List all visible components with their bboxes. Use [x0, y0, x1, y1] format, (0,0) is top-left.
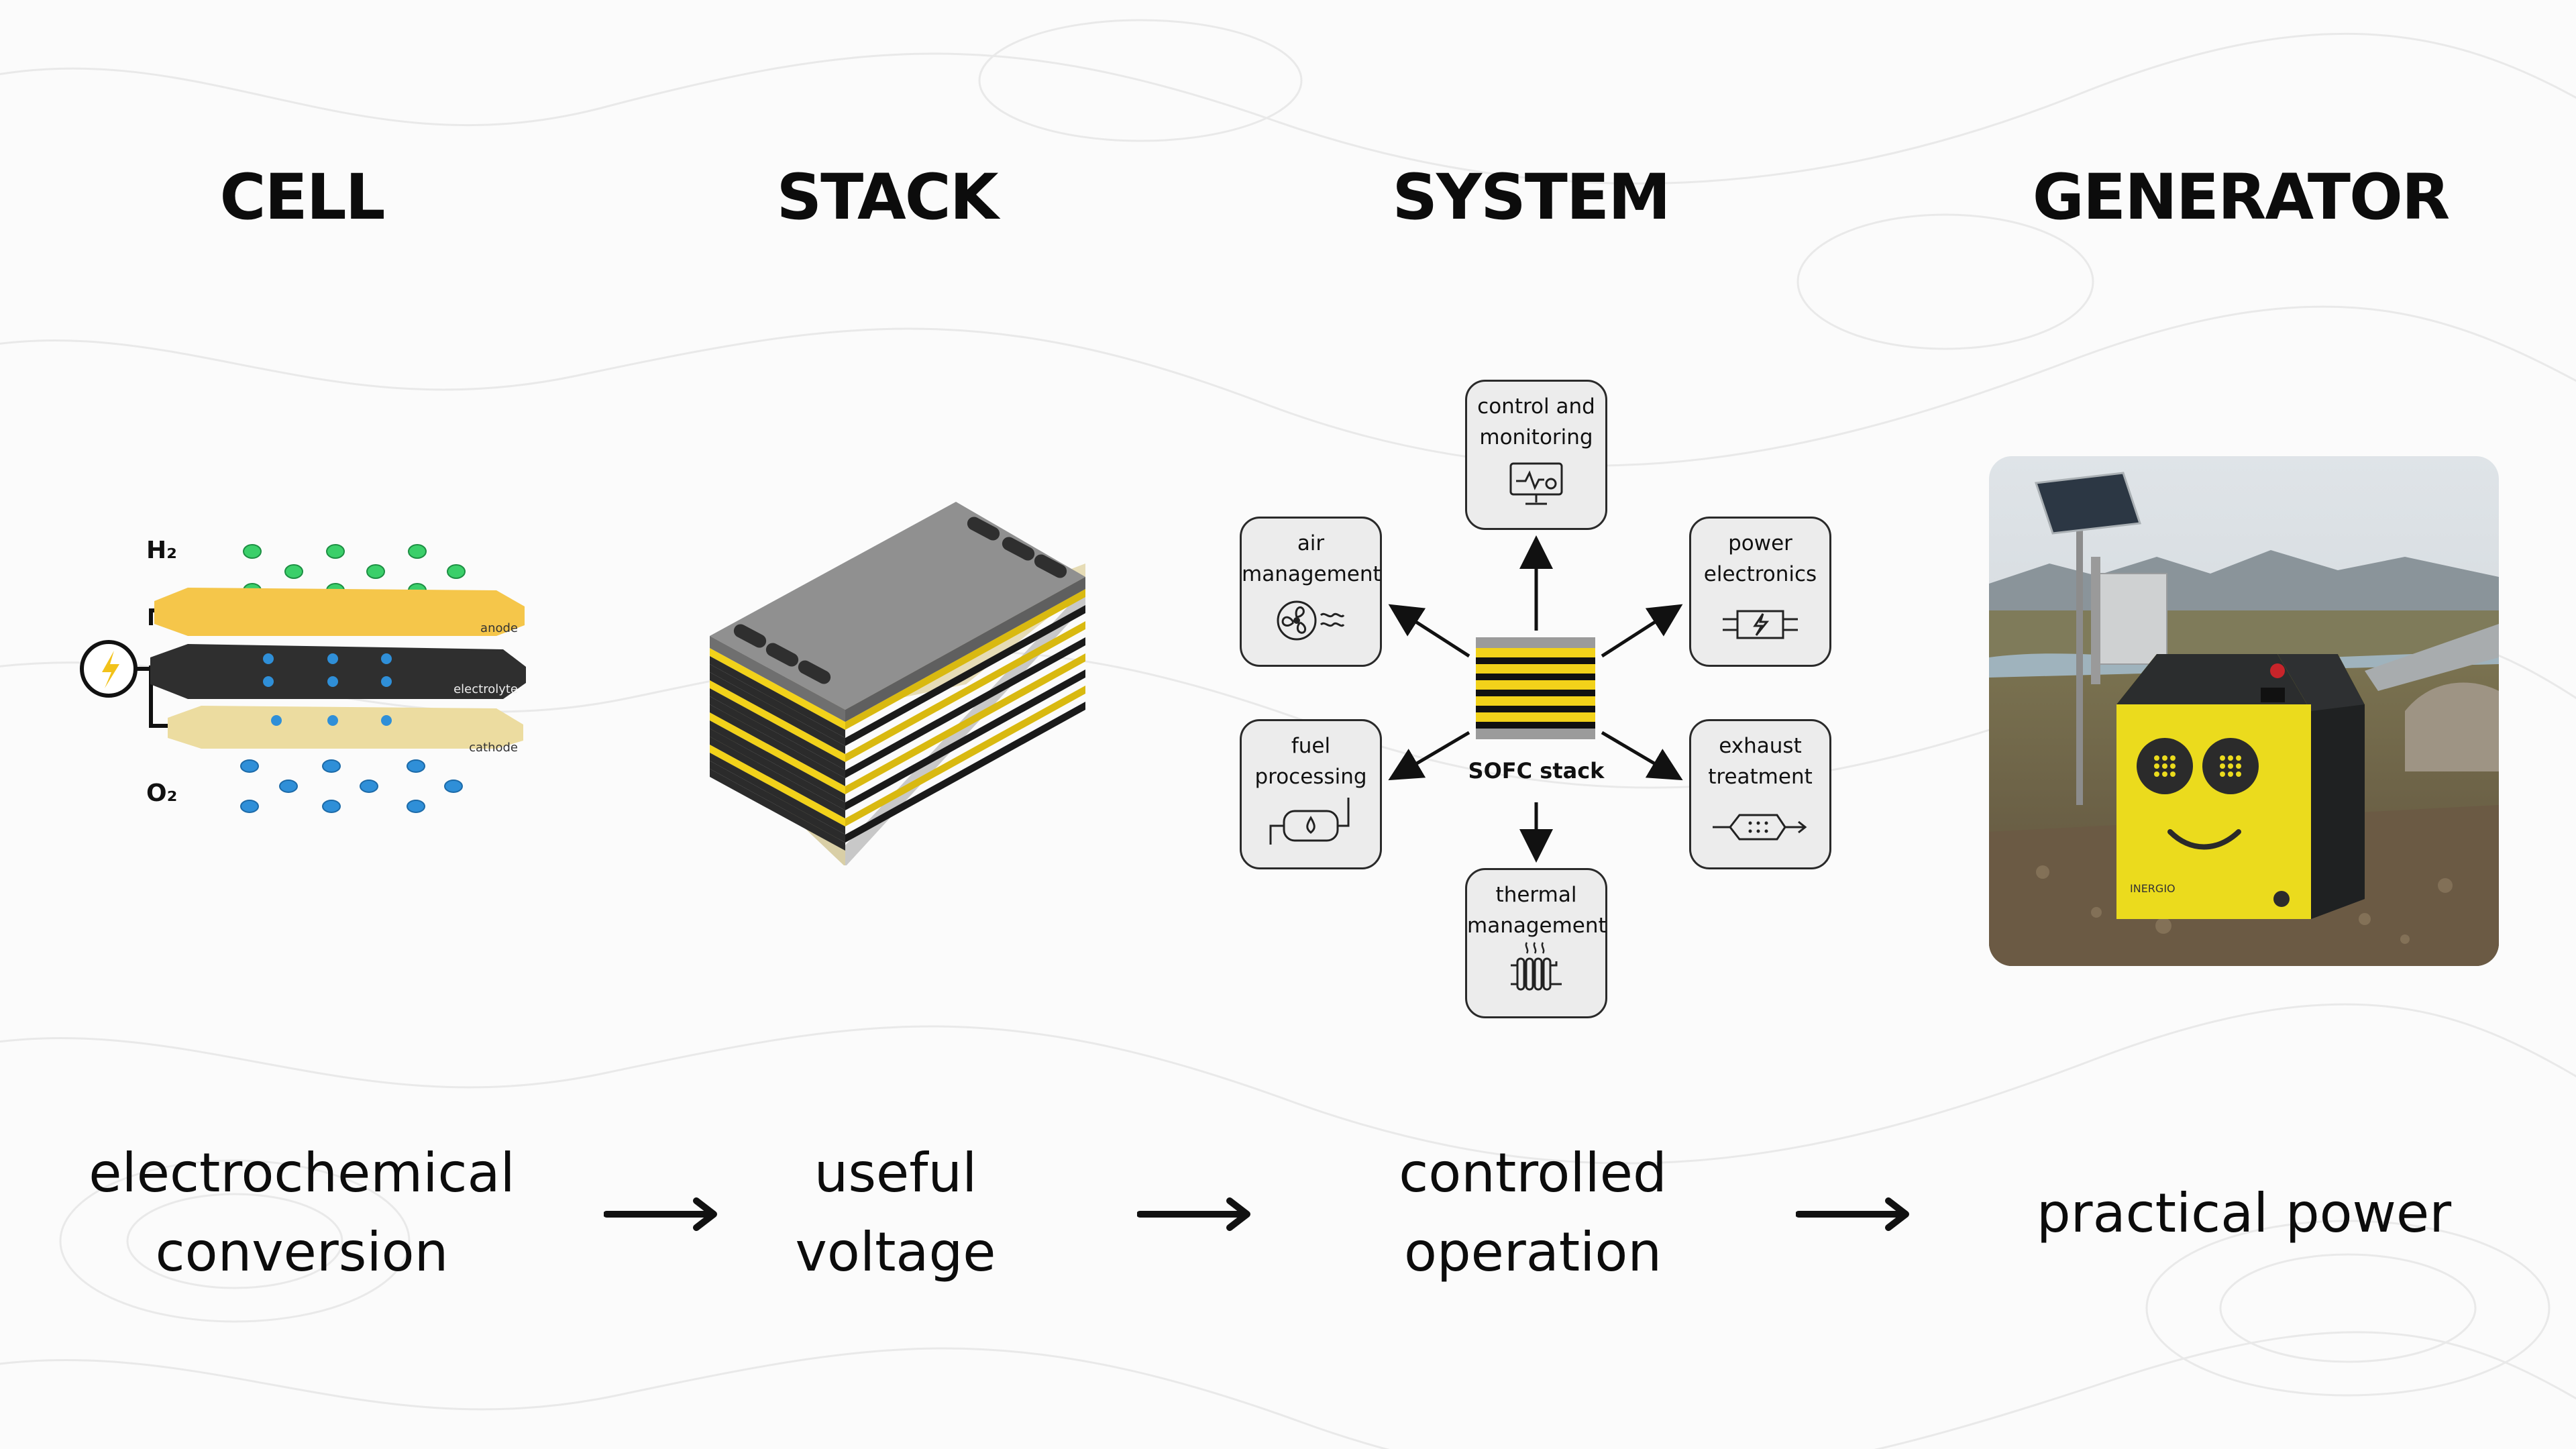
- stack-diagram: [710, 502, 1085, 865]
- flow-arrow-3: [1796, 1197, 1909, 1231]
- system-caption: controlled operation: [1231, 1134, 1835, 1292]
- stack-plate-band: [710, 656, 845, 738]
- radiator-icon: [1511, 942, 1562, 991]
- cell-title: CELL: [219, 161, 386, 234]
- stack-plate-band: [710, 688, 845, 770]
- o2-particles: [240, 759, 463, 813]
- stack-plate-right: [845, 621, 1085, 762]
- cell-caption-line1: electrochemical: [89, 1142, 515, 1204]
- system-caption-line2: operation: [1403, 1221, 1662, 1283]
- o2-label: O₂: [146, 780, 177, 807]
- air-label-line1: air: [1297, 531, 1325, 555]
- stack-plate-right: [845, 589, 1085, 730]
- stack-plate-left: [710, 648, 845, 730]
- cell-diagram: H₂ O₂ anode electrolyte cathode: [80, 537, 526, 813]
- power-electronics-box: power electronics: [1689, 517, 1831, 667]
- control-label-line2: monitoring: [1479, 425, 1593, 449]
- exhaust-label-line2: treatment: [1708, 765, 1813, 789]
- cathode-label: cathode: [469, 741, 518, 755]
- stack-plate-band: [710, 672, 845, 754]
- sofc-stack-label: SOFC stack: [1468, 758, 1605, 784]
- air-label-line2: management: [1242, 562, 1381, 586]
- exhaust-treatment-box: exhaust treatment: [1689, 719, 1831, 869]
- generator-caption-line1: practical power: [2036, 1182, 2452, 1244]
- stack-plate-band: [710, 737, 845, 818]
- stack-plate-band: [710, 720, 845, 802]
- stack-plate-left: [710, 696, 845, 778]
- cathode-layer: [168, 706, 523, 749]
- stack-plate-right: [845, 637, 1085, 778]
- control-monitoring-box: control and monitoring: [1465, 380, 1607, 530]
- thermal-label-line1: thermal: [1495, 883, 1577, 907]
- electrolyte-label: electrolyte: [453, 682, 518, 696]
- generator-caption: practical power: [1942, 1174, 2546, 1253]
- stack-plate-band: [710, 753, 845, 835]
- thermal-label-line2: management: [1467, 914, 1607, 938]
- stack-plate-left: [710, 664, 845, 746]
- system-caption-line1: controlled: [1399, 1142, 1667, 1204]
- electrolyte-layer: [150, 644, 526, 699]
- fan-icon: [1277, 600, 1345, 641]
- stack-caption: useful voltage: [594, 1134, 1197, 1292]
- fuel-processor-icon: [1269, 798, 1350, 845]
- oxygen-ions: [263, 653, 392, 726]
- anode-label: anode: [480, 621, 518, 635]
- solar-panel: [2034, 472, 2142, 535]
- stack-title: STACK: [776, 161, 998, 234]
- flow-arrow-2: [1137, 1197, 1250, 1231]
- generator-title: GENERATOR: [2032, 161, 2451, 234]
- stack-caption-line2: voltage: [795, 1221, 996, 1283]
- anode-layer: [154, 588, 525, 636]
- exhaust-label-line1: exhaust: [1719, 734, 1802, 758]
- stack-top-plate: [710, 502, 1085, 710]
- system-title: SYSTEM: [1392, 161, 1670, 234]
- control-label-line1: control and: [1477, 394, 1595, 419]
- stack-plate-right: [845, 653, 1085, 794]
- stack-plate-right: [845, 605, 1085, 746]
- fuel-label-line1: fuel: [1291, 734, 1331, 758]
- thermal-management-box: thermal management: [1465, 868, 1607, 1018]
- stack-plate-right: [845, 702, 1085, 843]
- power-module-icon: [1723, 610, 1798, 639]
- power-label-line1: power: [1728, 531, 1792, 555]
- stack-plate-left: [710, 761, 845, 843]
- stack-plate-left: [710, 712, 845, 794]
- stack-plate-left: [710, 745, 845, 826]
- fuel-processing-box: fuel processing: [1240, 719, 1382, 869]
- h2-label: H₂: [146, 537, 177, 564]
- cell-caption: electrochemical conversion: [0, 1134, 604, 1292]
- flow-arrow-1: [604, 1197, 717, 1231]
- stack-caption-line1: useful: [814, 1142, 977, 1204]
- cell-caption-line2: conversion: [155, 1221, 449, 1283]
- power-label-line2: electronics: [1703, 562, 1817, 586]
- fuel-label-line2: processing: [1254, 765, 1367, 789]
- exhaust-filter-icon: [1713, 814, 1807, 841]
- air-management-box: air management: [1240, 517, 1382, 667]
- stack-plate-right: [845, 686, 1085, 826]
- stack-plate-band: [710, 769, 845, 851]
- generator-brand: INERGIO: [2130, 882, 2176, 895]
- stack-plate-left: [710, 729, 845, 810]
- stack-plate-left: [710, 680, 845, 762]
- generator-unit: INERGIO: [2116, 654, 2365, 919]
- monitor-icon: [1509, 462, 1563, 505]
- stack-plate-right: [845, 669, 1085, 810]
- stack-plate-band: [710, 704, 845, 786]
- generator-photo: INERGIO: [1989, 456, 2499, 966]
